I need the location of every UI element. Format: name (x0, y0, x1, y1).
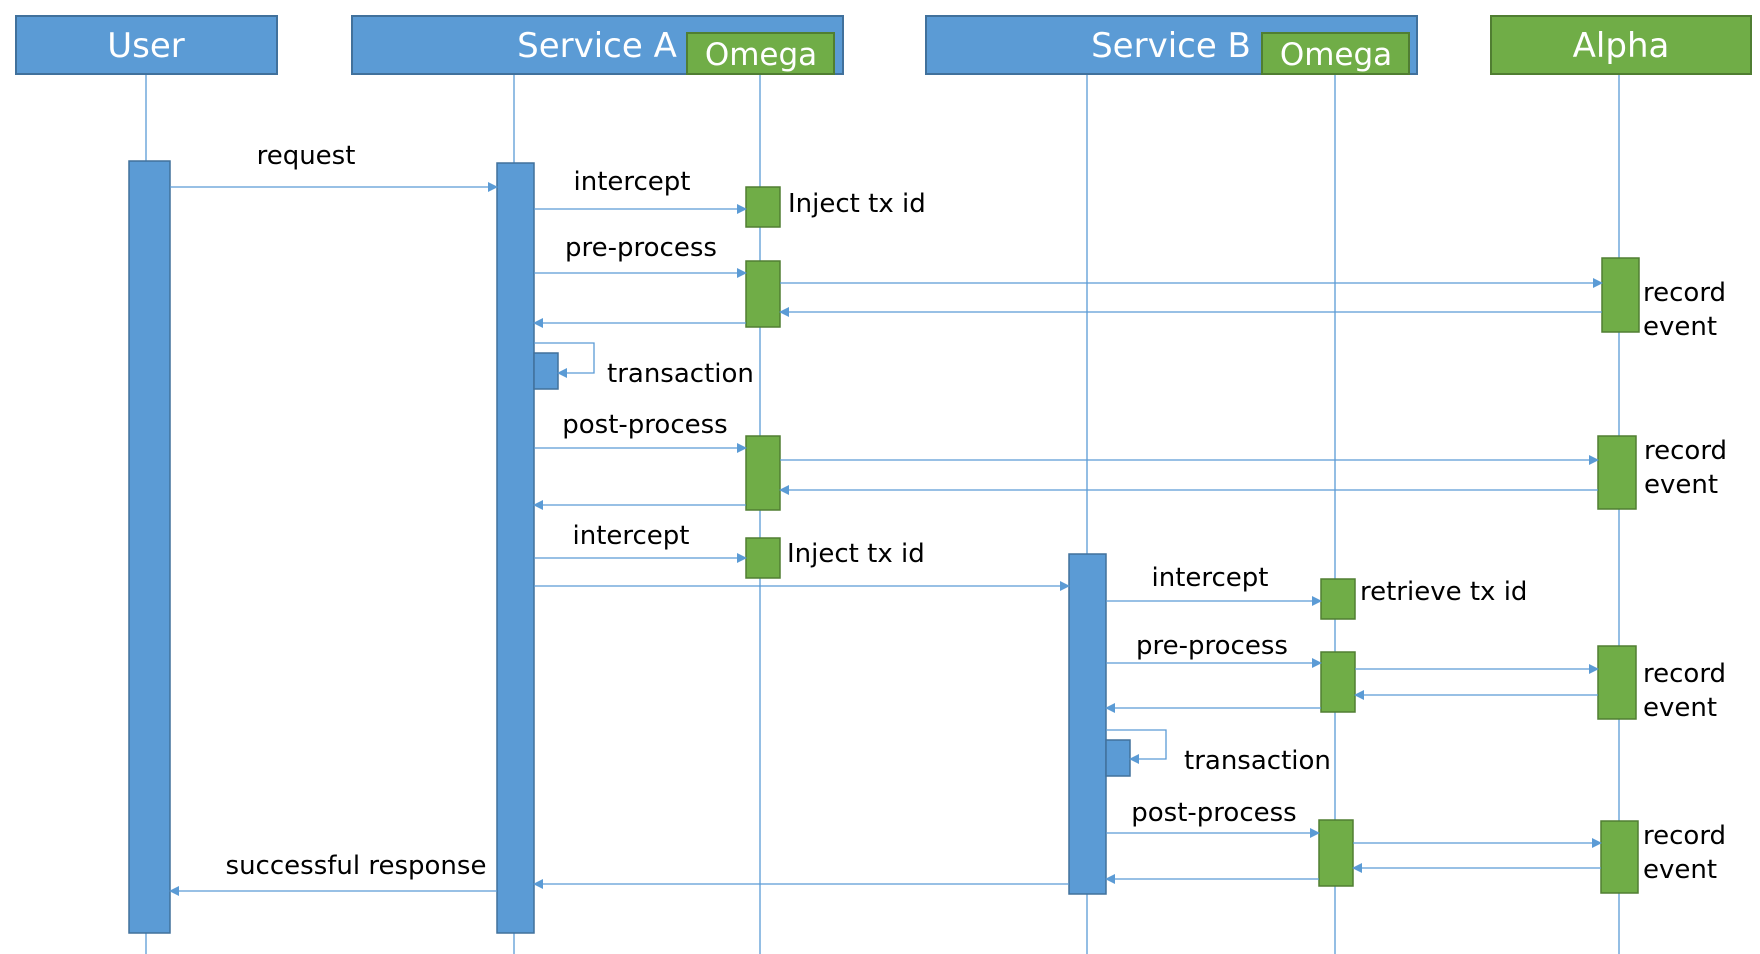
service-a-participant-label: Service A (517, 26, 677, 66)
transaction-label-a: transaction (607, 359, 754, 389)
user-participant: User (15, 15, 278, 75)
transaction-label-b: transaction (1184, 746, 1331, 776)
transaction-self-arrow-a (534, 342, 595, 378)
successful-response-label: successful response (226, 851, 487, 881)
alpha-record-activation-2 (1597, 435, 1637, 510)
omega-a-inject-activation-1 (745, 186, 781, 228)
service-b-transaction-activation (1105, 739, 1131, 777)
omega-a-pre-process-activation (745, 260, 781, 328)
service-b-activation (1068, 553, 1107, 895)
intercept-label-2: intercept (573, 521, 690, 551)
alpha-participant: Alpha (1490, 15, 1752, 75)
intercept-label-1: intercept (574, 167, 691, 197)
omega-b-pre-process-activation (1320, 651, 1356, 713)
request-label: request (257, 141, 356, 171)
intercept-label-b: intercept (1152, 563, 1269, 593)
event-label-3: event (1643, 693, 1717, 723)
pre-process-label-a: pre-process (565, 233, 717, 263)
record-label-3: record (1643, 659, 1726, 689)
alpha-record-activation-1 (1601, 257, 1640, 333)
user-participant-label: User (107, 26, 185, 66)
alpha-participant-label: Alpha (1573, 26, 1670, 66)
service-a-activation (496, 162, 535, 934)
omega-b-participant-label: Omega (1280, 37, 1392, 73)
alpha-record-activation-3 (1597, 645, 1637, 720)
service-b-participant-label: Service B (1091, 26, 1251, 66)
omega-b-post-process-activation (1318, 819, 1354, 887)
omega-a-participant-label: Omega (705, 37, 817, 73)
inject-tx-id-label-2: Inject tx id (787, 539, 925, 569)
event-label-4: event (1643, 855, 1717, 885)
omega-a-post-process-activation (745, 435, 781, 511)
post-process-label-b: post-process (1131, 798, 1296, 828)
omega-a-inject-activation-2 (745, 537, 781, 579)
event-label-1: event (1643, 312, 1717, 342)
omega-a-participant: Omega (686, 32, 835, 75)
post-process-label-a: post-process (562, 410, 727, 440)
omega-b-participant: Omega (1261, 32, 1410, 75)
event-label-2: event (1644, 470, 1718, 500)
service-a-transaction-activation (533, 352, 559, 390)
inject-tx-id-label-1: Inject tx id (788, 189, 926, 219)
record-label-1: record (1643, 278, 1726, 308)
pre-process-label-b: pre-process (1136, 631, 1288, 661)
user-activation (128, 160, 171, 934)
alpha-record-activation-4 (1600, 820, 1639, 894)
transaction-self-arrow-b (1106, 729, 1167, 764)
record-label-2: record (1644, 436, 1727, 466)
record-label-4: record (1643, 821, 1726, 851)
retrieve-tx-id-label: retrieve tx id (1360, 577, 1527, 607)
omega-b-retrieve-activation (1320, 578, 1356, 620)
